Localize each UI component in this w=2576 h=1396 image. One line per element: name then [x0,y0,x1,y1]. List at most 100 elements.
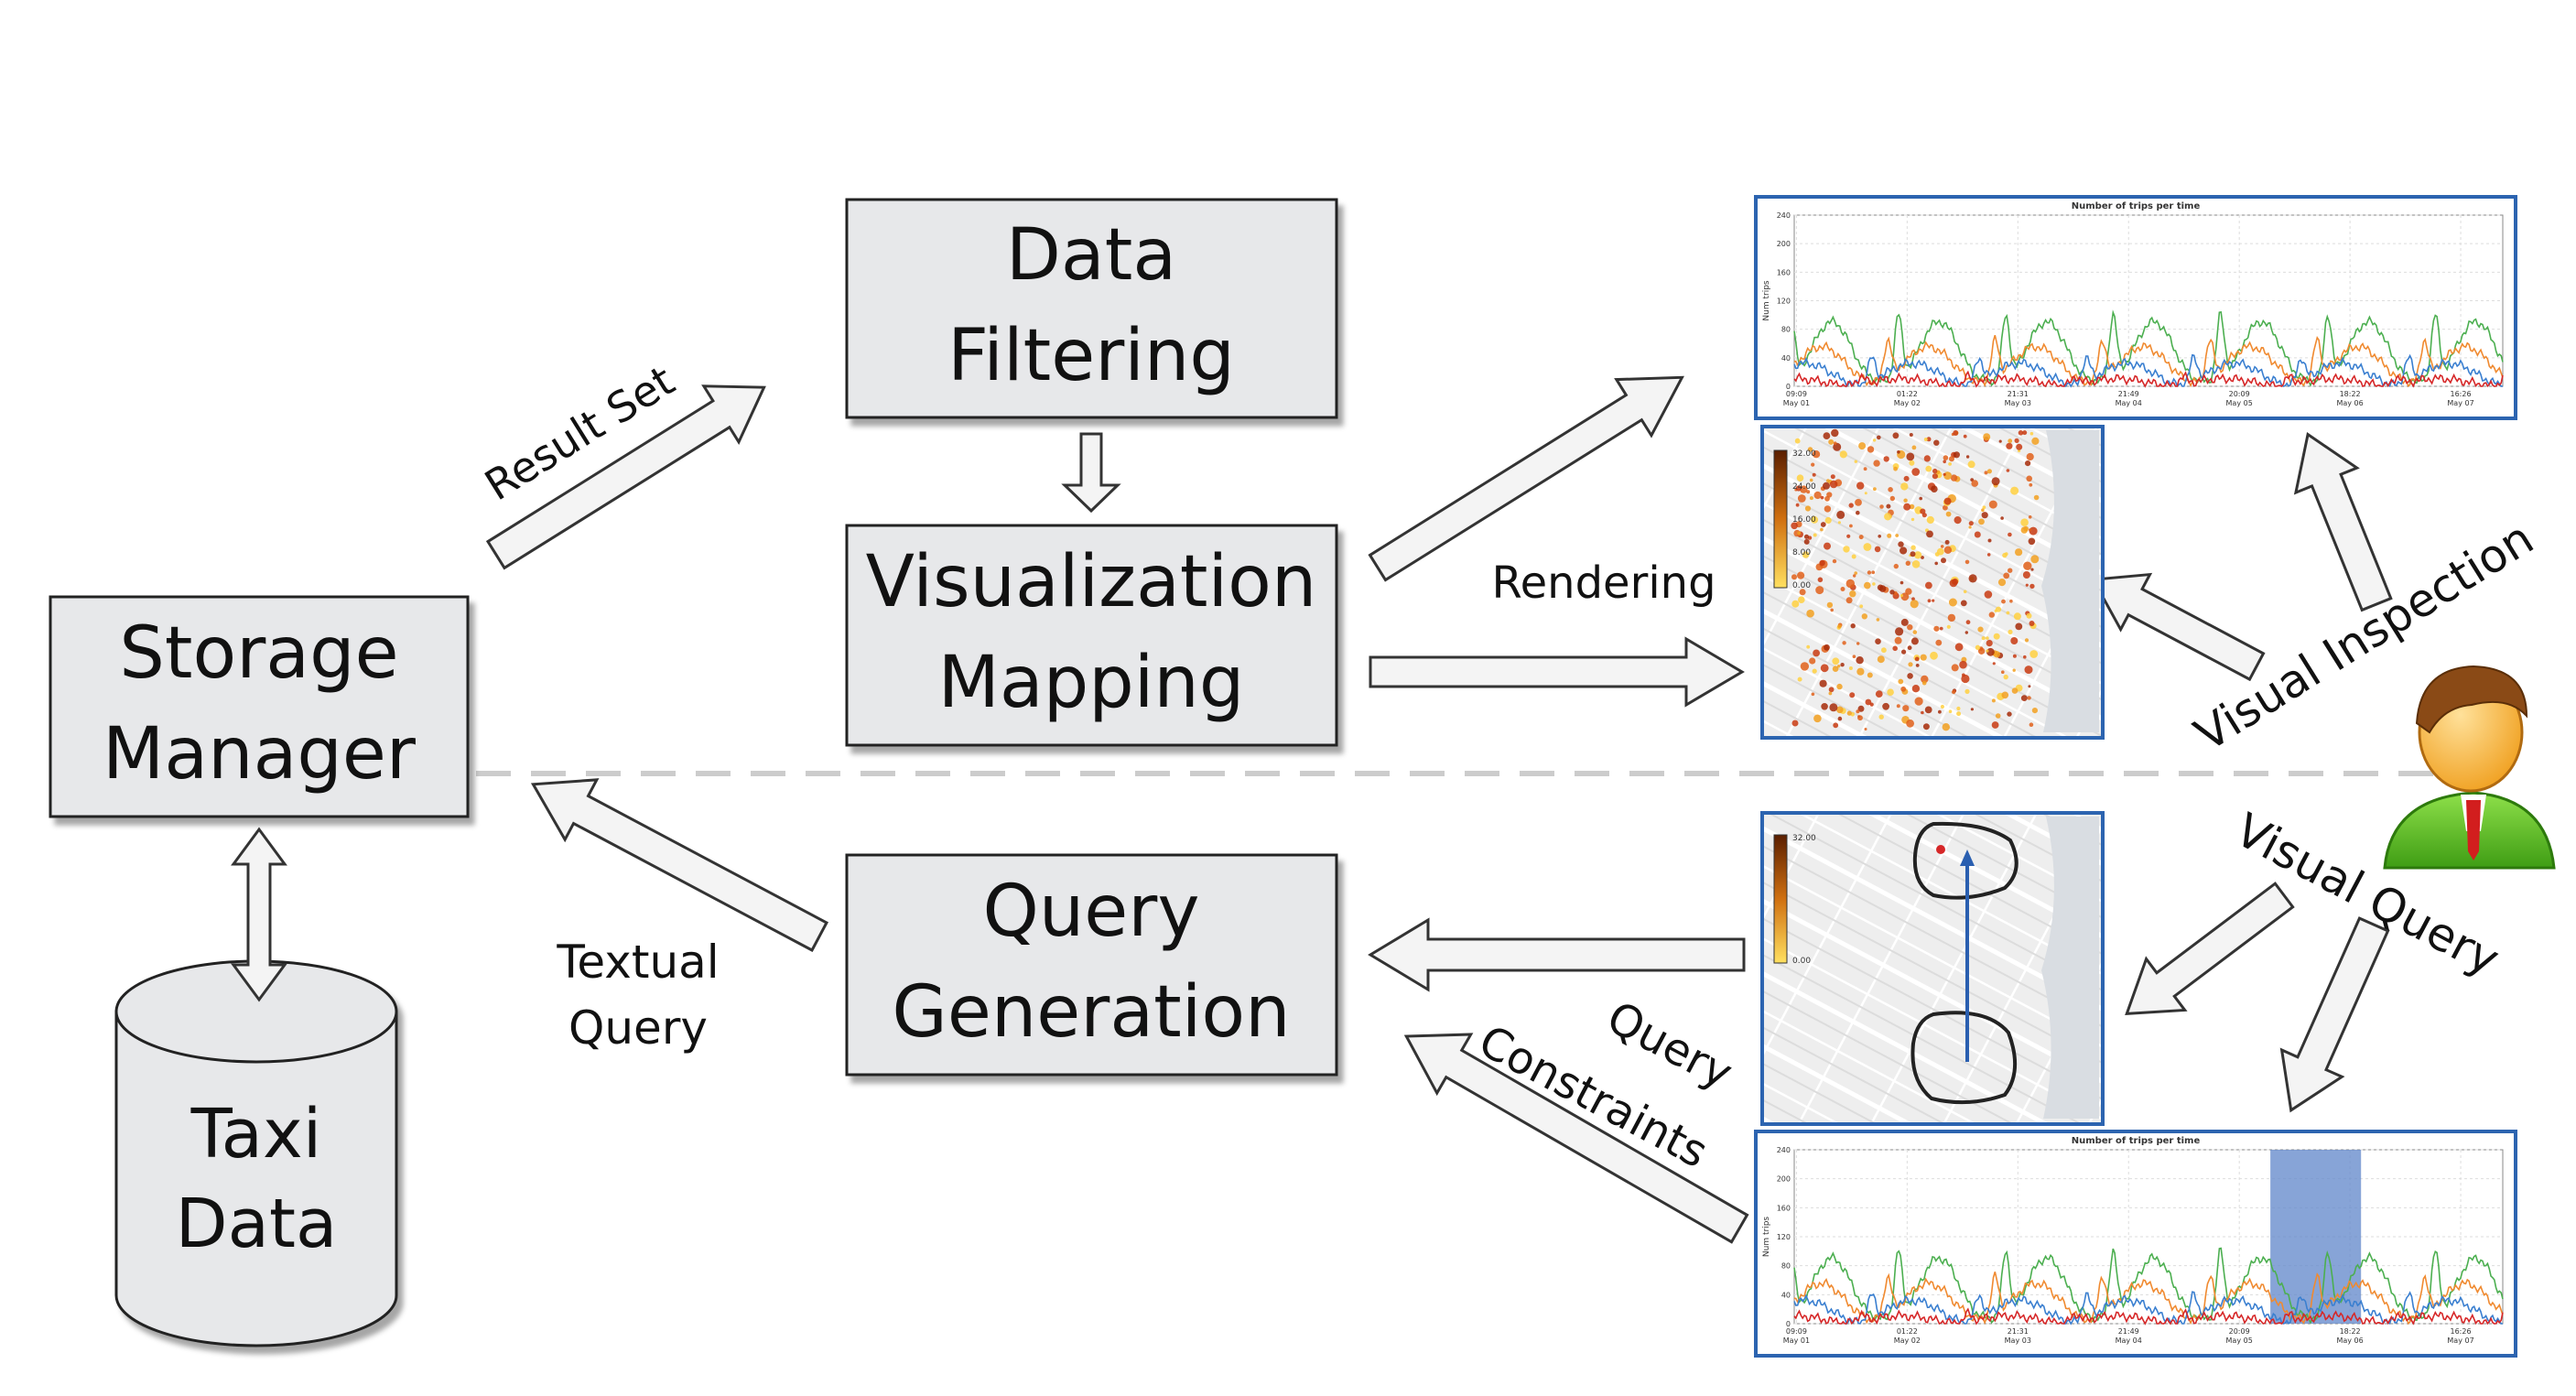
hotspot-dot [1923,438,1928,441]
hotspot-dot [1842,641,1846,645]
hotspot-dot [2026,475,2032,482]
hotspot-dot [1991,698,1996,703]
hotspot-dot [1875,690,1883,698]
textual-query-line1: Textual [556,936,719,989]
hotspot-dot [1813,491,1822,500]
hotspot-dot [1800,485,1808,493]
y-tick-label: 200 [1777,1175,1791,1184]
hotspot-dot [1902,705,1910,712]
legend-tick-2: 16.00 [1792,515,1816,525]
query-constraints-arrow [1403,1033,1749,1244]
hotspot-dot [1940,545,1944,548]
hotspot-dot [1920,654,1927,661]
hotspot-dot [1865,698,1872,706]
hotspot-dot [1932,599,1935,602]
hotspot-dot [2004,552,2008,556]
hotspot-dot [1992,662,1996,666]
hotspot-dot [2010,486,2019,495]
hotspot-dot [1797,494,1806,503]
y-tick-label: 40 [1781,1291,1791,1299]
hotspot-dot [1819,559,1825,567]
hotspot-dot [1943,460,1946,464]
selected-time-range [2270,1150,2362,1324]
hotspot-dot [1963,590,1967,594]
hotspot-dot [1907,624,1913,631]
hotspot-dot [1986,640,1993,647]
hotspot-dot [1840,663,1845,667]
hotspot-dot [2030,555,2040,564]
hotspot-dot [1997,579,2007,587]
hotspot-dot [1826,492,1833,498]
hotspot-dot [2029,621,2035,626]
data-filtering-box: Data Filtering [845,198,1338,419]
hotspot-dot [1901,649,1907,655]
hotspot-dot [1898,678,1904,685]
visualization-mapping-box: Visualization Mapping [845,524,1338,747]
hotspot-dot [1811,692,1815,697]
hotspot-dot [1806,609,1814,618]
hotspot-dot [2028,685,2031,688]
hotspot-dot [1837,521,1841,525]
hotspot-dot [1889,590,1895,595]
hotspot-dot [1943,497,1952,505]
map-panel-top: 32.00 24.00 16.00 8.00 0.00 [1760,425,2105,740]
hotspot-dot [1953,451,1960,459]
hotspot-dot [1802,551,1810,558]
hotspot-dot [1906,452,1915,461]
hotspot-dot [1796,474,1804,482]
hotspot-dot [1819,679,1827,687]
hotspot-dot [1952,689,1956,695]
hotspot-dot [1882,702,1890,710]
hotspot-dot [1809,657,1816,665]
x-tick-time: 01:22 [1897,390,1918,398]
hotspot-dot [1964,559,1970,565]
hotspot-dot [1988,611,1995,618]
hotspot-dot [2018,430,2024,436]
hotspot-dot [1830,474,1835,480]
hotspot-dot [1911,560,1921,568]
hotspot-dot [1908,662,1913,667]
query-selected-point [1936,845,1945,854]
hotspot-dot [1965,620,1971,625]
hotspot-dot [1809,496,1813,501]
hotspot-dot [2001,599,2006,604]
x-tick-date: May 02 [1894,399,1921,407]
hotspot-dot [1875,638,1881,644]
hotspot-dot [1839,450,1847,459]
hotspot-dot [1951,664,1959,672]
hotspot-dot [1965,455,1970,459]
data-filtering-line1: Data [1006,214,1176,297]
hotspot-dot [1849,590,1856,598]
hotspot-dot [2033,494,2040,501]
hotspot-dot [1892,432,1900,439]
hotspot-dot [1921,556,1924,559]
x-tick-date: May 04 [2116,399,2142,407]
hotspot-dot [2000,516,2004,520]
hotspot-dot [1855,499,1862,506]
hotspot-dot [1903,503,1911,511]
hotspot-dot [1815,586,1824,595]
hotspot-dot [1892,645,1898,652]
hotspot-dot [1930,651,1938,660]
hotspot-dot [1867,672,1873,678]
hotspot-dot [1900,618,1909,626]
hotspot-dot [1861,613,1868,620]
hotspot-dot [1909,503,1915,510]
hotspot-dot [1919,496,1922,501]
hotspot-dot [1948,462,1953,466]
hotspot-dot [1800,662,1810,671]
legend-tick-1: 24.00 [1792,482,1816,492]
hotspot-dot [1854,571,1857,575]
hotspot-dot [1820,522,1826,527]
hotspot-dot [1927,599,1932,603]
hotspot-dot [1869,702,1874,707]
x-tick-time: 20:09 [2229,390,2250,398]
query-generation-box: Query Generation [845,853,1338,1077]
hotspot-dot [1905,560,1910,566]
hotspot-dot [1867,570,1872,575]
hotspot-dot [1795,503,1800,507]
hotspot-dot [1914,551,1922,559]
hotspot-dot [1856,642,1860,645]
hotspot-dot [2013,612,2021,621]
